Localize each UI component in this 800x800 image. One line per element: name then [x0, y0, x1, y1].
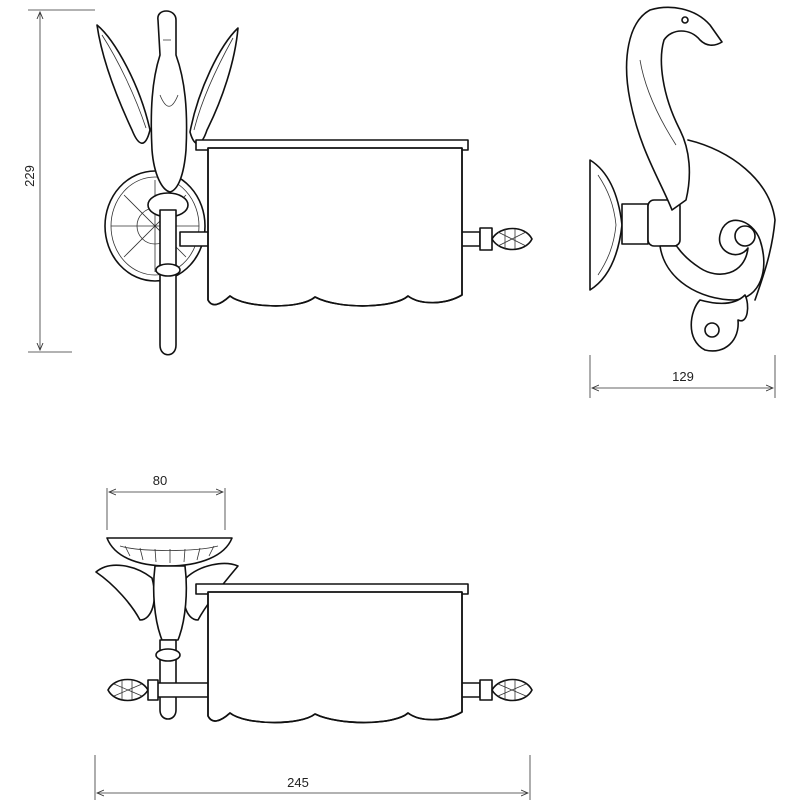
swan-body-front [150, 10, 188, 193]
top-mount-plate [106, 537, 233, 567]
front-view: 229 [22, 9, 533, 356]
swan-neck-side [625, 6, 723, 211]
side-wall-plate [589, 159, 623, 291]
side-collar [621, 203, 649, 245]
total-width-dimension-label: 245 [287, 775, 309, 790]
towel-panel-front [207, 147, 463, 307]
top-left-wing [95, 564, 156, 621]
right-wing [189, 27, 239, 145]
top-view: 80 245 [94, 473, 533, 800]
depth-dimension-label: 129 [672, 369, 694, 384]
top-swan-body [152, 565, 188, 641]
side-wing-line [687, 139, 776, 301]
towel-panel-top [207, 591, 463, 724]
mount-width-dimension-label: 80 [153, 473, 167, 488]
left-wing [96, 24, 151, 144]
side-view: 129 [589, 6, 776, 398]
height-dimension-label: 229 [22, 165, 37, 187]
side-scroll-upper [659, 219, 765, 301]
front-stem [159, 209, 177, 356]
side-scroll-lower [690, 294, 749, 352]
